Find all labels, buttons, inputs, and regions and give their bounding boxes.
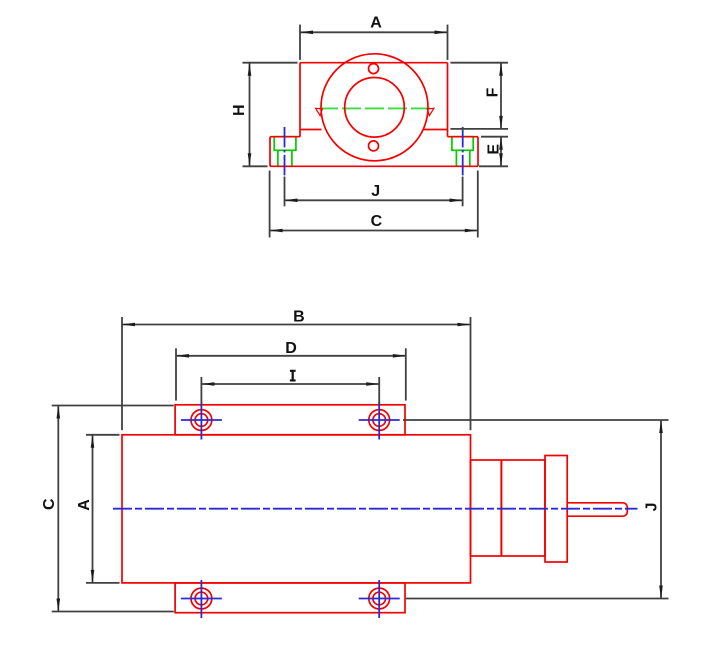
svg-text:C: C xyxy=(41,498,58,510)
svg-text:J: J xyxy=(371,183,380,200)
svg-text:D: D xyxy=(285,340,297,357)
svg-text:H: H xyxy=(231,104,248,116)
svg-text:F: F xyxy=(485,87,502,97)
svg-text:E: E xyxy=(485,144,502,155)
svg-text:A: A xyxy=(370,15,382,32)
svg-text:A: A xyxy=(76,499,93,511)
svg-text:C: C xyxy=(371,213,383,230)
svg-text:J: J xyxy=(644,502,661,511)
svg-text:B: B xyxy=(293,309,305,326)
